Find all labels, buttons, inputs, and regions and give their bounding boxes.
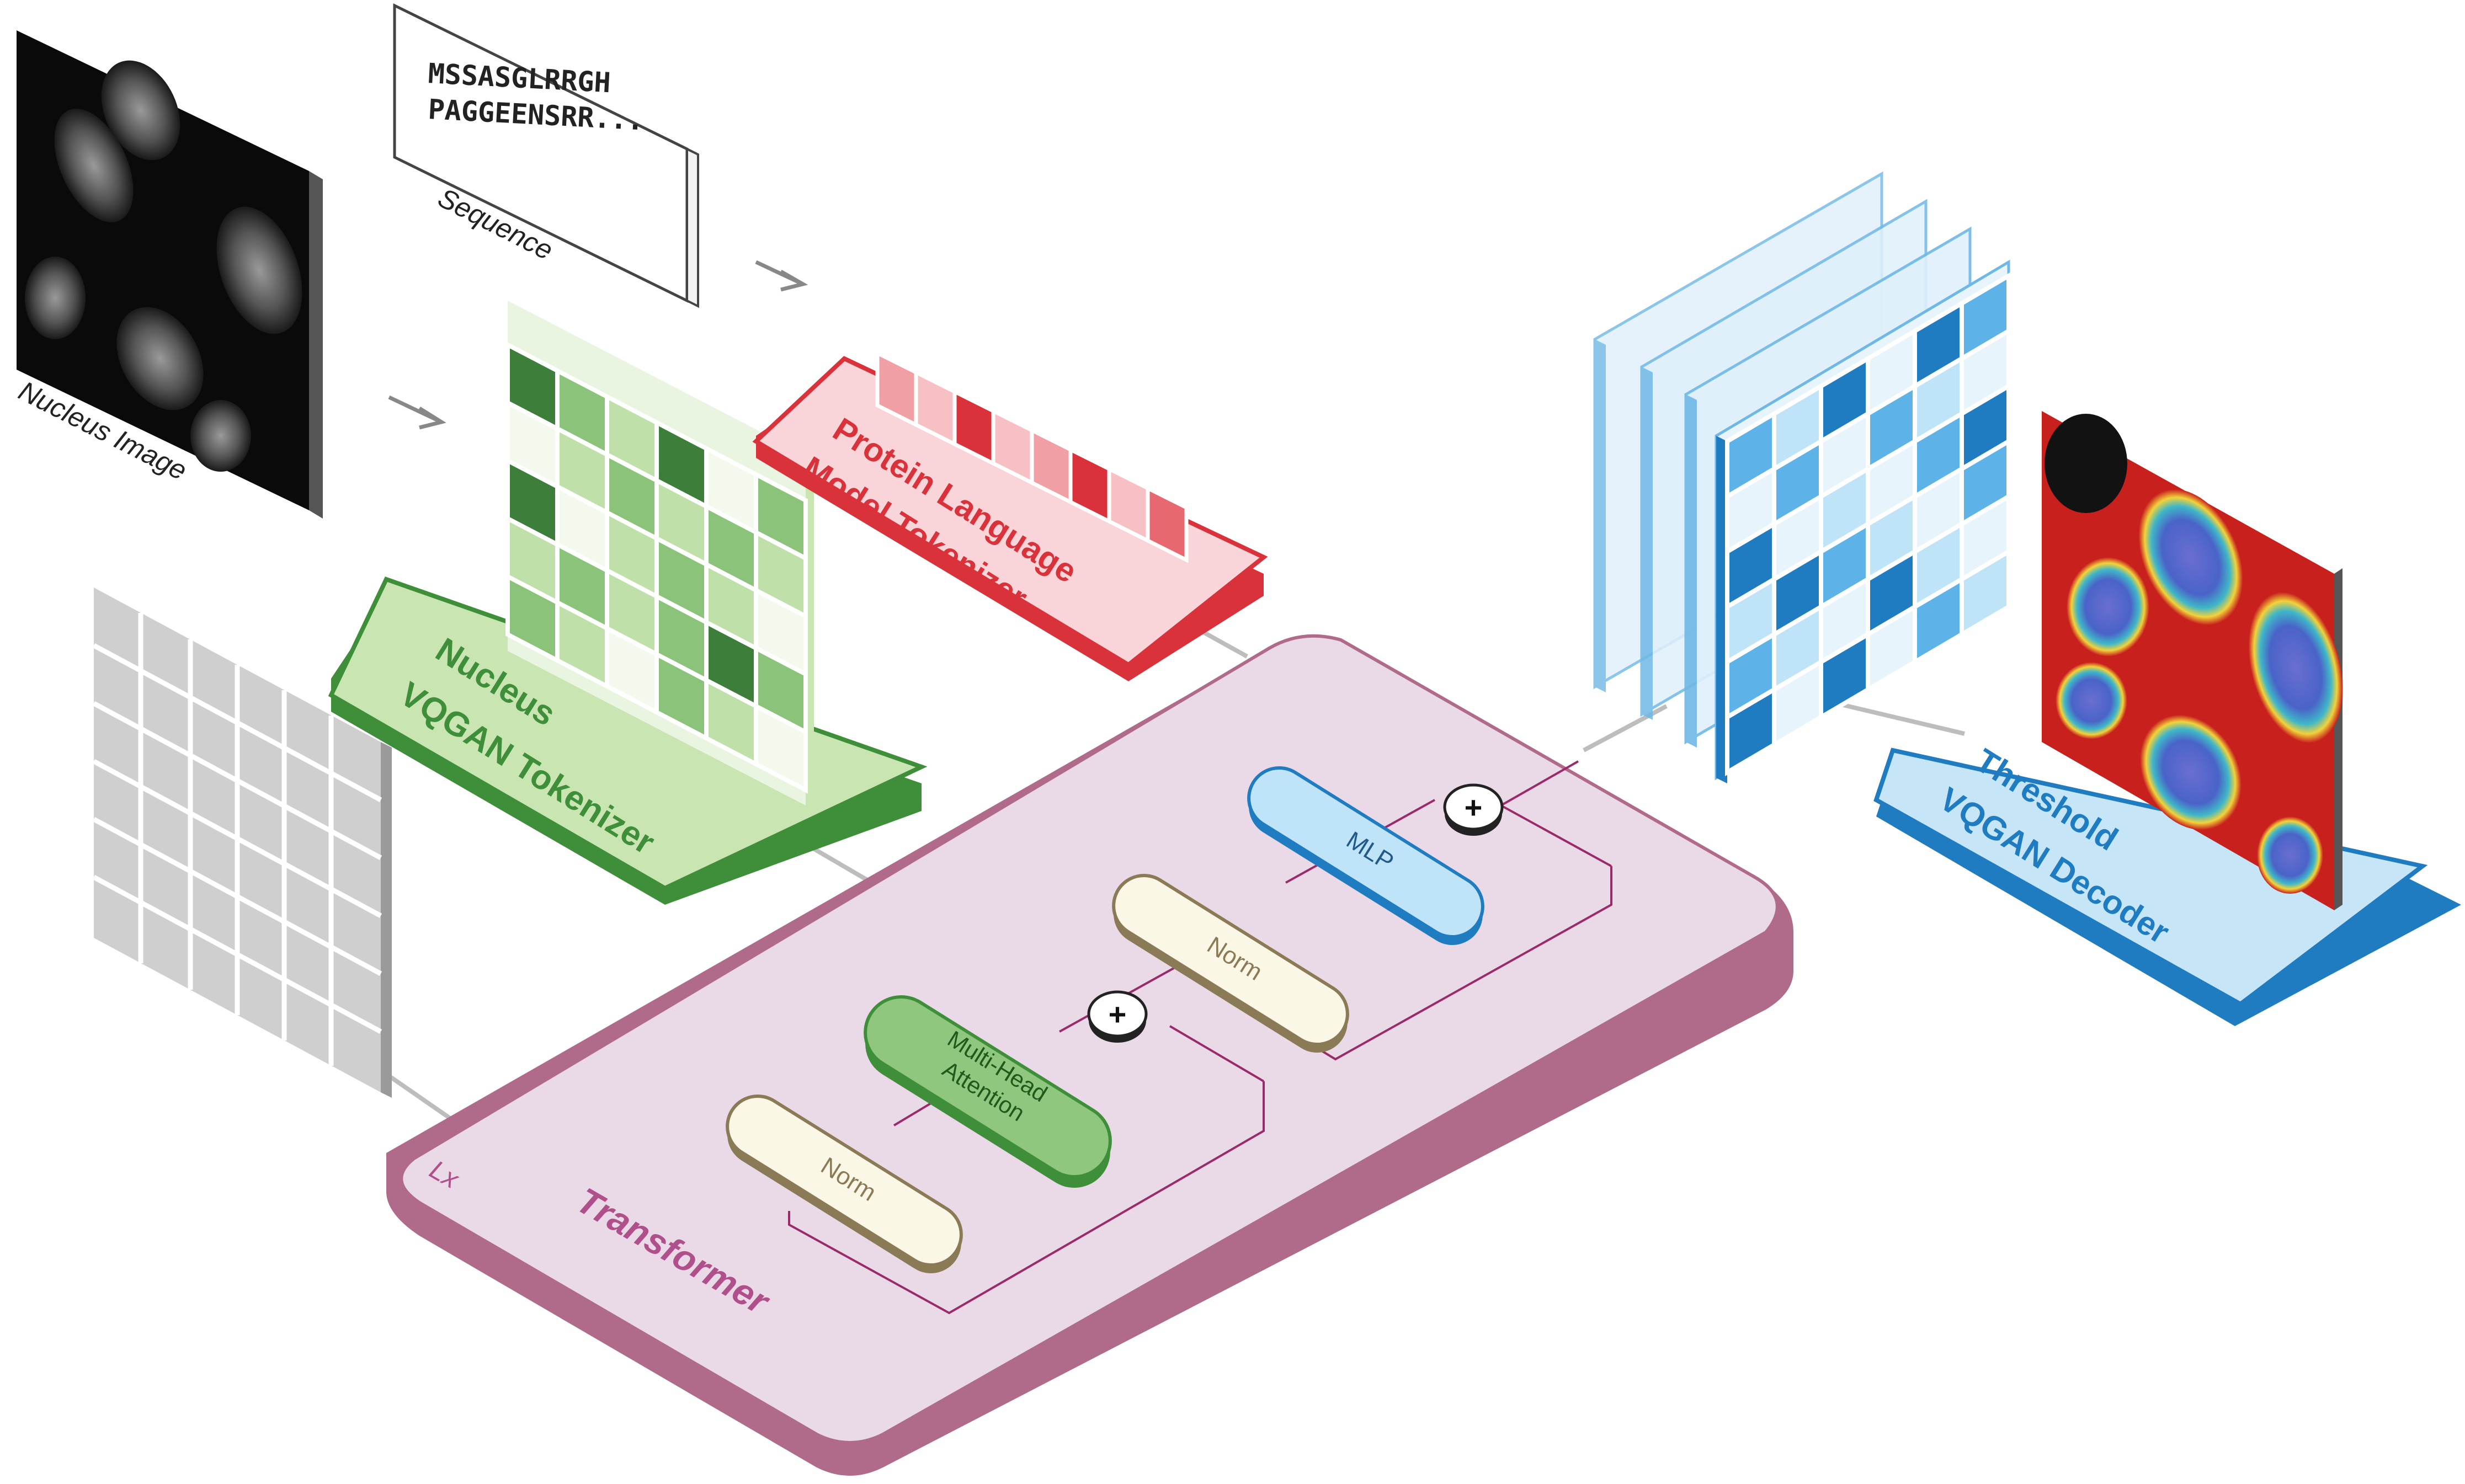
output-token-grids (1593, 171, 2011, 783)
protein-token-strip (875, 350, 1189, 563)
svg-text:+: + (1109, 997, 1127, 1032)
sequence-card (393, 3, 699, 308)
transformer-block (386, 634, 1793, 1476)
multi-head-attention[interactable] (852, 983, 1124, 1201)
empty-token-grid (92, 588, 392, 1098)
norm-layer-1[interactable] (716, 1085, 972, 1285)
plus-circle-icon: + (1087, 990, 1148, 1043)
plus-circle-icon: + (1443, 783, 1504, 836)
right-arrow-icon (388, 395, 446, 430)
right-arrow-icon (755, 260, 808, 292)
nucleus-image (17, 30, 323, 519)
norm-layer-2[interactable] (1102, 864, 1359, 1064)
nucleus-token-grid (505, 301, 814, 811)
svg-text:+: + (1465, 790, 1483, 825)
mlp-layer[interactable] (1237, 756, 1494, 957)
threshold-heatmap (2042, 411, 2343, 910)
